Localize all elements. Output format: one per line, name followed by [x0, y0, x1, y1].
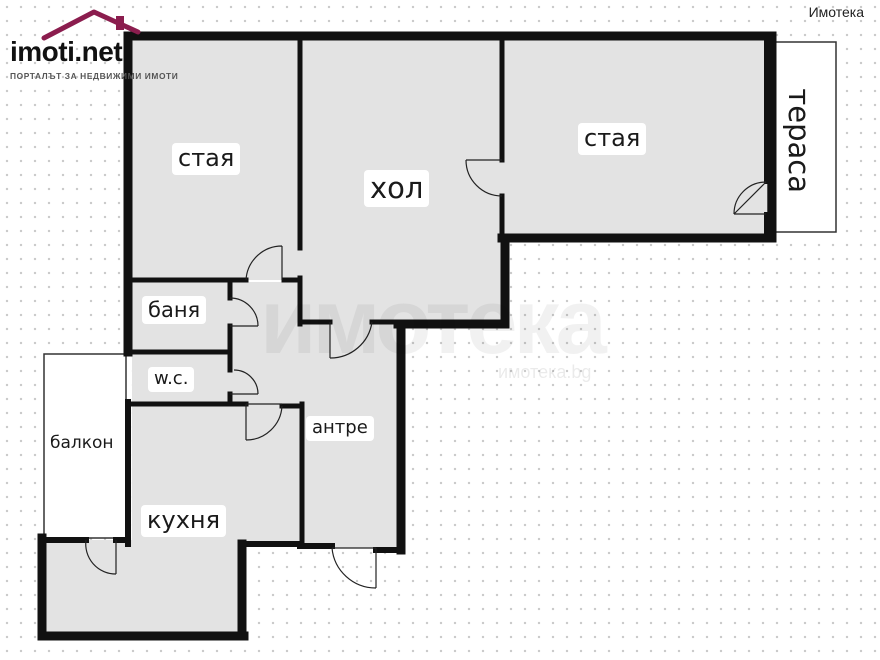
room-label-terrace: тераса: [779, 82, 817, 199]
house-roof-icon: [41, 9, 141, 41]
room-label-wc: w.c.: [148, 367, 195, 392]
doors: [85, 159, 767, 589]
logo-tagline: ПОРТАЛЪТ ЗА НЕДВИЖИМИ ИМОТИ: [10, 71, 179, 81]
room-label-room-1: стая: [172, 143, 241, 175]
door-living-hallway: [329, 321, 373, 359]
walls: [37, 31, 777, 641]
door-room1: [245, 245, 283, 281]
watermark: имотека: [260, 271, 607, 373]
imoti-logo[interactable]: imoti.net ПОРТАЛЪТ ЗА НЕДВИЖИМИ ИМОТИ: [8, 8, 178, 88]
door-wc: [230, 369, 259, 395]
door-terrace: [733, 181, 767, 215]
door-living-room2: [465, 159, 503, 197]
room-label-living-room: хол: [364, 170, 430, 208]
door-kitchen: [245, 403, 283, 441]
room-label-kitchen: кухня: [141, 505, 227, 537]
room-label-balcony: балкон: [48, 432, 116, 456]
floor-kitchen-lower: [46, 540, 242, 634]
door-bathroom: [229, 297, 259, 327]
door-entrance: [331, 547, 377, 589]
logo-name: imoti.net: [10, 36, 123, 67]
watermark-subtitle: имотека.bg: [498, 362, 592, 382]
floor-corridor: [228, 282, 300, 406]
brand-name: Имотека: [808, 4, 864, 20]
room-label-hallway: антре: [306, 416, 374, 441]
door-balcony: [85, 539, 117, 575]
room-label-bathroom: баня: [142, 296, 207, 325]
room-label-room-2: стая: [578, 123, 647, 155]
